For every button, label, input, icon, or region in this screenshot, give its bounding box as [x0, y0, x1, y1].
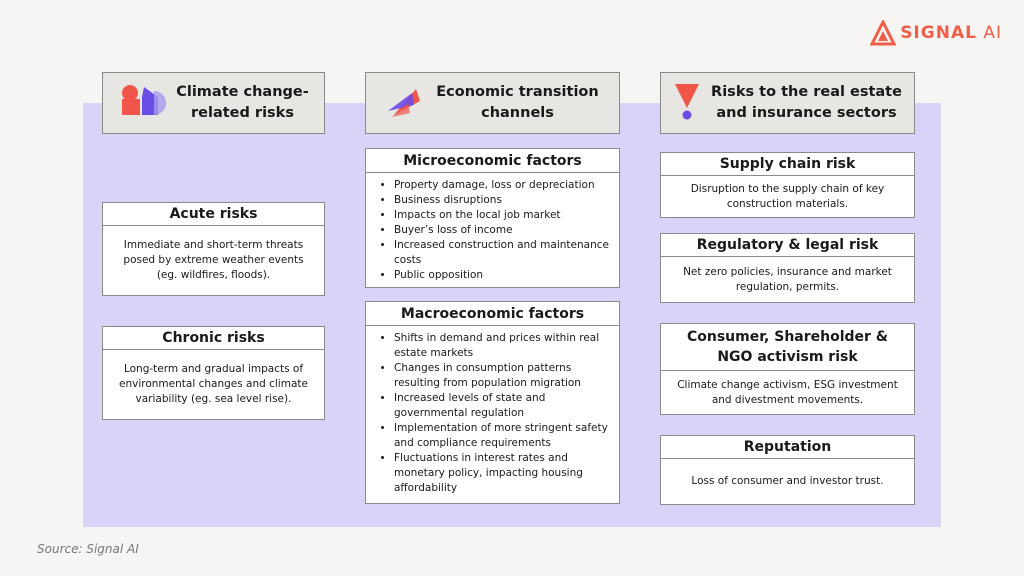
- list-item: Property damage, loss or depreciation: [394, 178, 611, 193]
- climate-header: Climate change-related risks: [102, 72, 325, 134]
- acute-risks-text: Immediate and short-term threats posed b…: [102, 226, 325, 296]
- list-item: Impacts on the local job market: [394, 208, 611, 223]
- arrows-icon: [386, 83, 426, 123]
- activism-text: Climate change activism, ESG investment …: [660, 371, 915, 415]
- macro-factors-title: Macroeconomic factors: [365, 301, 620, 326]
- economic-title-line2: channels: [481, 105, 554, 121]
- list-item: Public opposition: [394, 268, 611, 283]
- sectors-title-line2: and insurance sectors: [716, 105, 897, 121]
- climate-title-line1: Climate change-: [176, 84, 309, 100]
- list-item: Buyer’s loss of income: [394, 223, 611, 238]
- sectors-title-line1: Risks to the real estate: [711, 84, 902, 100]
- chronic-risks-title: Chronic risks: [102, 326, 325, 350]
- list-item: Business disruptions: [394, 193, 611, 208]
- list-item: Fluctuations in interest rates and monet…: [394, 451, 611, 496]
- list-item: Shifts in demand and prices within real …: [394, 331, 611, 361]
- chronic-risks-text: Long-term and gradual impacts of environ…: [102, 350, 325, 420]
- supply-chain-text: Disruption to the supply chain of key co…: [660, 176, 915, 218]
- sectors-header: Risks to the real estate and insurance se…: [660, 72, 915, 134]
- micro-factors-title: Microeconomic factors: [365, 148, 620, 173]
- micro-factors-list: Property damage, loss or depreciation Bu…: [365, 173, 620, 288]
- acute-risks-title: Acute risks: [102, 202, 325, 226]
- regulatory-title: Regulatory & legal risk: [660, 233, 915, 257]
- list-item: Increased construction and maintenance c…: [394, 238, 611, 268]
- reputation-text: Loss of consumer and investor trust.: [660, 459, 915, 505]
- supply-chain-title: Supply chain risk: [660, 152, 915, 176]
- activism-title: Consumer, Shareholder & NGO activism ris…: [660, 323, 915, 371]
- regulatory-text: Net zero policies, insurance and market …: [660, 257, 915, 303]
- economic-header: Economic transition channels: [365, 72, 620, 134]
- climate-title-line2: related risks: [191, 105, 294, 121]
- shapes-icon: [118, 83, 167, 123]
- list-item: Changes in consumption patterns resultin…: [394, 361, 611, 391]
- list-item: Implementation of more stringent safety …: [394, 421, 611, 451]
- logo-brand: SIGNAL: [900, 23, 977, 43]
- list-item: Increased levels of state and government…: [394, 391, 611, 421]
- signal-logo-icon: [870, 20, 897, 46]
- reputation-title: Reputation: [660, 435, 915, 459]
- logo-suffix: AI: [983, 23, 1002, 43]
- source-caption: Source: Signal AI: [37, 542, 139, 556]
- macro-factors-list: Shifts in demand and prices within real …: [365, 326, 620, 504]
- signal-ai-logo: SIGNAL AI: [870, 20, 1002, 46]
- exclamation-icon: [673, 82, 701, 124]
- economic-title-line1: Economic transition: [436, 84, 599, 100]
